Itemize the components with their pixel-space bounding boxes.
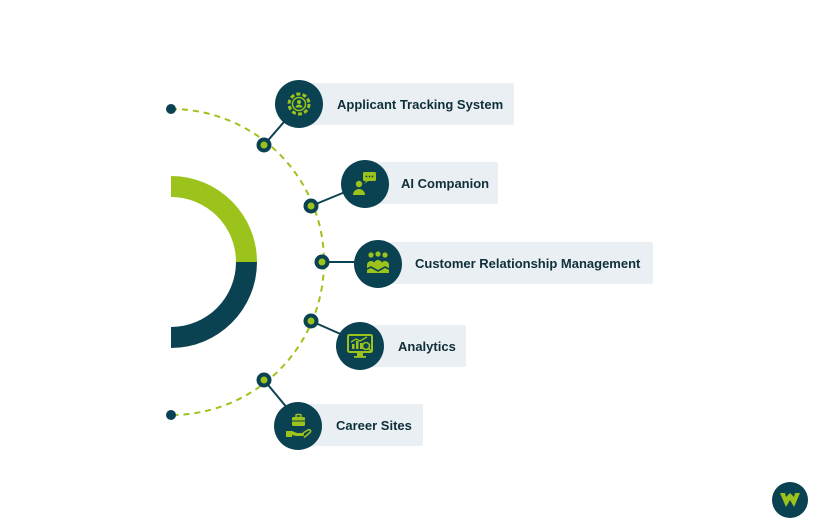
arc-node: [303, 198, 319, 214]
item-label: AI Companion: [401, 175, 490, 191]
arc-node: [256, 372, 272, 388]
item-label-box: Applicant Tracking System: [292, 83, 514, 125]
brand-logo-icon: [772, 482, 808, 518]
handshake-group-icon: [354, 240, 402, 288]
briefcase-hand-icon: [274, 402, 322, 450]
ring-segment-teal: [171, 262, 257, 348]
gear-person-icon: [275, 80, 323, 128]
item-label: Analytics: [398, 338, 456, 354]
arc-node: [303, 313, 319, 329]
item-label: Customer Relationship Management: [415, 255, 641, 271]
dashed-arc: [170, 108, 325, 416]
ring-segment-lime: [171, 176, 257, 262]
item-label: Career Sites: [336, 417, 412, 433]
item-label: Applicant Tracking System: [337, 96, 504, 112]
arc-node: [314, 254, 330, 270]
arc-endpoint-bottom: [166, 410, 176, 420]
analytics-screen-icon: [336, 322, 384, 370]
arc-node: [256, 137, 272, 153]
arc-endpoint-top: [166, 104, 176, 114]
chat-person-icon: [341, 160, 389, 208]
item-label-box: Customer Relationship Management: [378, 242, 653, 284]
